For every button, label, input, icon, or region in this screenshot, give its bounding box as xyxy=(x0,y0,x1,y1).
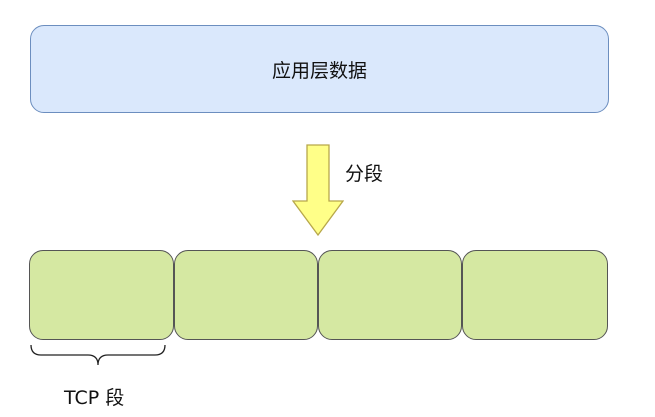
tcp-segment-2 xyxy=(174,250,318,340)
segment-brace-path xyxy=(30,344,166,366)
brace-icon xyxy=(30,344,166,366)
tcp-segment-3 xyxy=(318,250,462,340)
tcp-segments-row xyxy=(29,250,608,342)
tcp-segment-4 xyxy=(462,250,608,340)
application-data-box: 应用层数据 xyxy=(30,25,609,113)
segmentation-arrow-shape xyxy=(292,144,344,236)
application-data-label: 应用层数据 xyxy=(271,59,367,82)
tcp-segment-label: TCP 段 xyxy=(64,387,125,409)
down-arrow-icon xyxy=(292,144,344,236)
segmentation-label: 分段 xyxy=(345,163,384,185)
tcp-segment-1 xyxy=(29,250,174,340)
